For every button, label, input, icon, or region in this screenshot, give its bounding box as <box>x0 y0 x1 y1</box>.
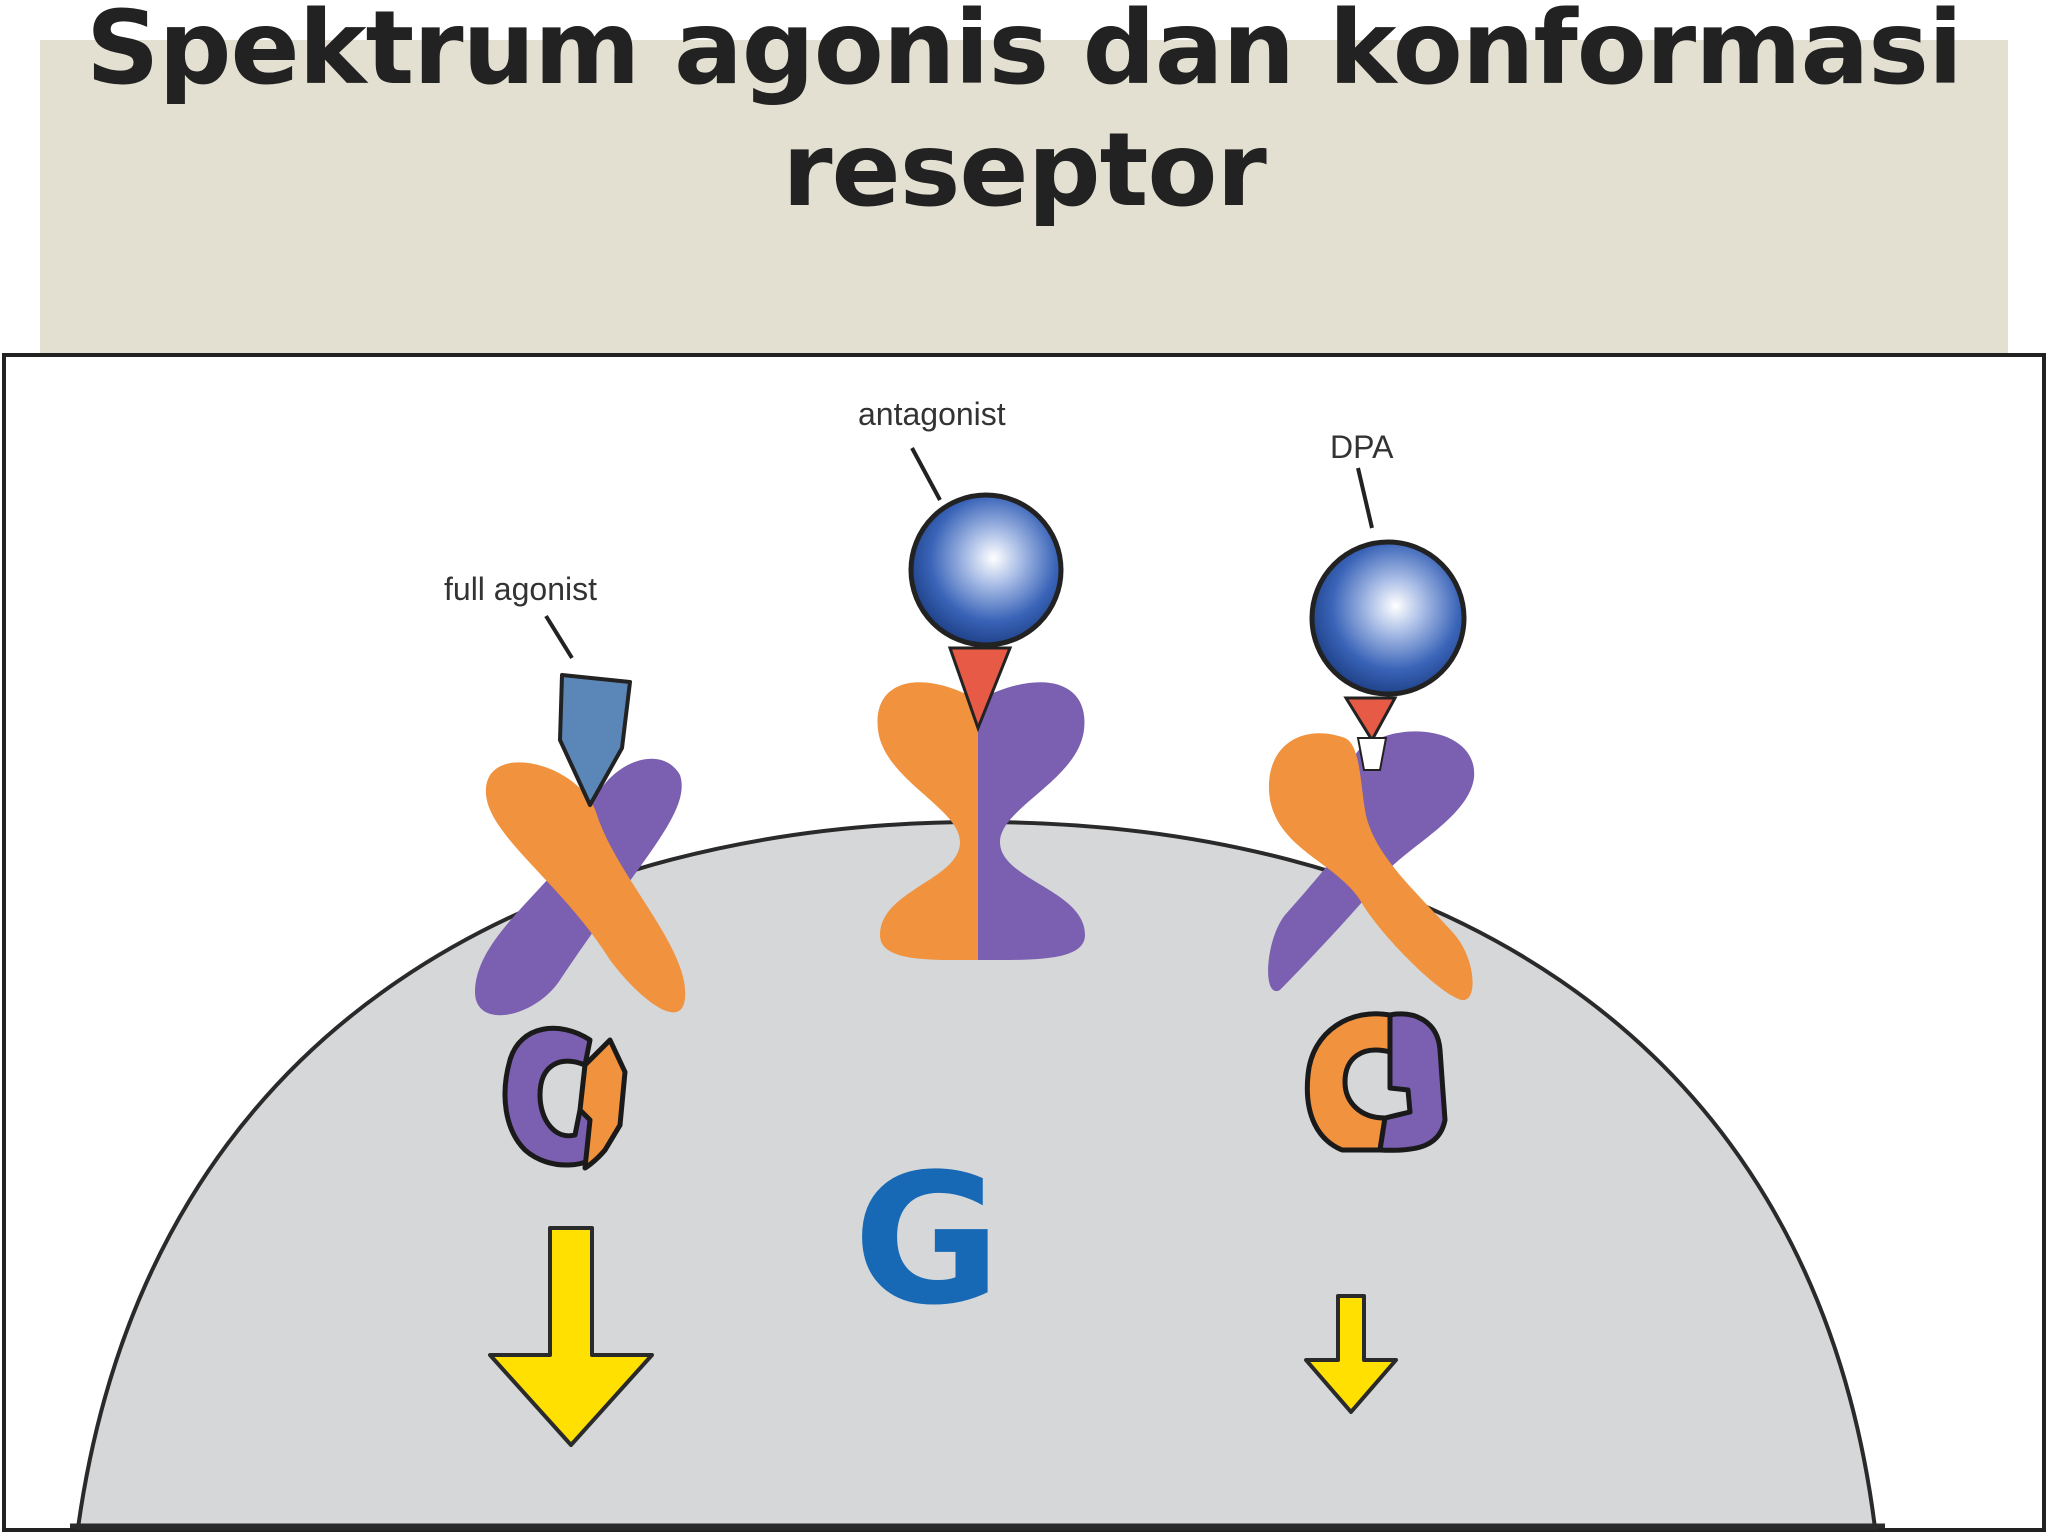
antagonist-contact <box>947 646 1013 733</box>
dpa-receptor <box>1268 731 1475 1001</box>
full-agonist-label: full agonist <box>444 571 597 607</box>
dpa-binding-notch <box>1356 737 1388 771</box>
free-g-protein: G <box>853 1136 1001 1345</box>
antagonist-label: antagonist <box>858 396 1006 432</box>
g-protein-bound-right <box>1304 1011 1448 1153</box>
dpa-pointer <box>1356 467 1374 529</box>
antagonist-ligand <box>908 492 1064 648</box>
dpa-ligand <box>1309 539 1467 697</box>
dpa-contact <box>1343 696 1398 743</box>
dpa-label: DPA <box>1330 429 1394 465</box>
weak-signal-arrow <box>1304 1294 1398 1414</box>
antagonist-receptor <box>877 682 1085 961</box>
full-agonist-receptor <box>475 758 686 1016</box>
full-agonist-pointer <box>544 614 574 660</box>
title-band <box>40 40 2008 355</box>
full-agonist-ligand <box>558 673 632 807</box>
antagonist-pointer <box>910 447 942 501</box>
g-protein-bound-left <box>502 1025 628 1171</box>
strong-signal-arrow <box>488 1226 654 1447</box>
slide-title: Spektrum agonis dan konformasi reseptor <box>86 0 1963 230</box>
